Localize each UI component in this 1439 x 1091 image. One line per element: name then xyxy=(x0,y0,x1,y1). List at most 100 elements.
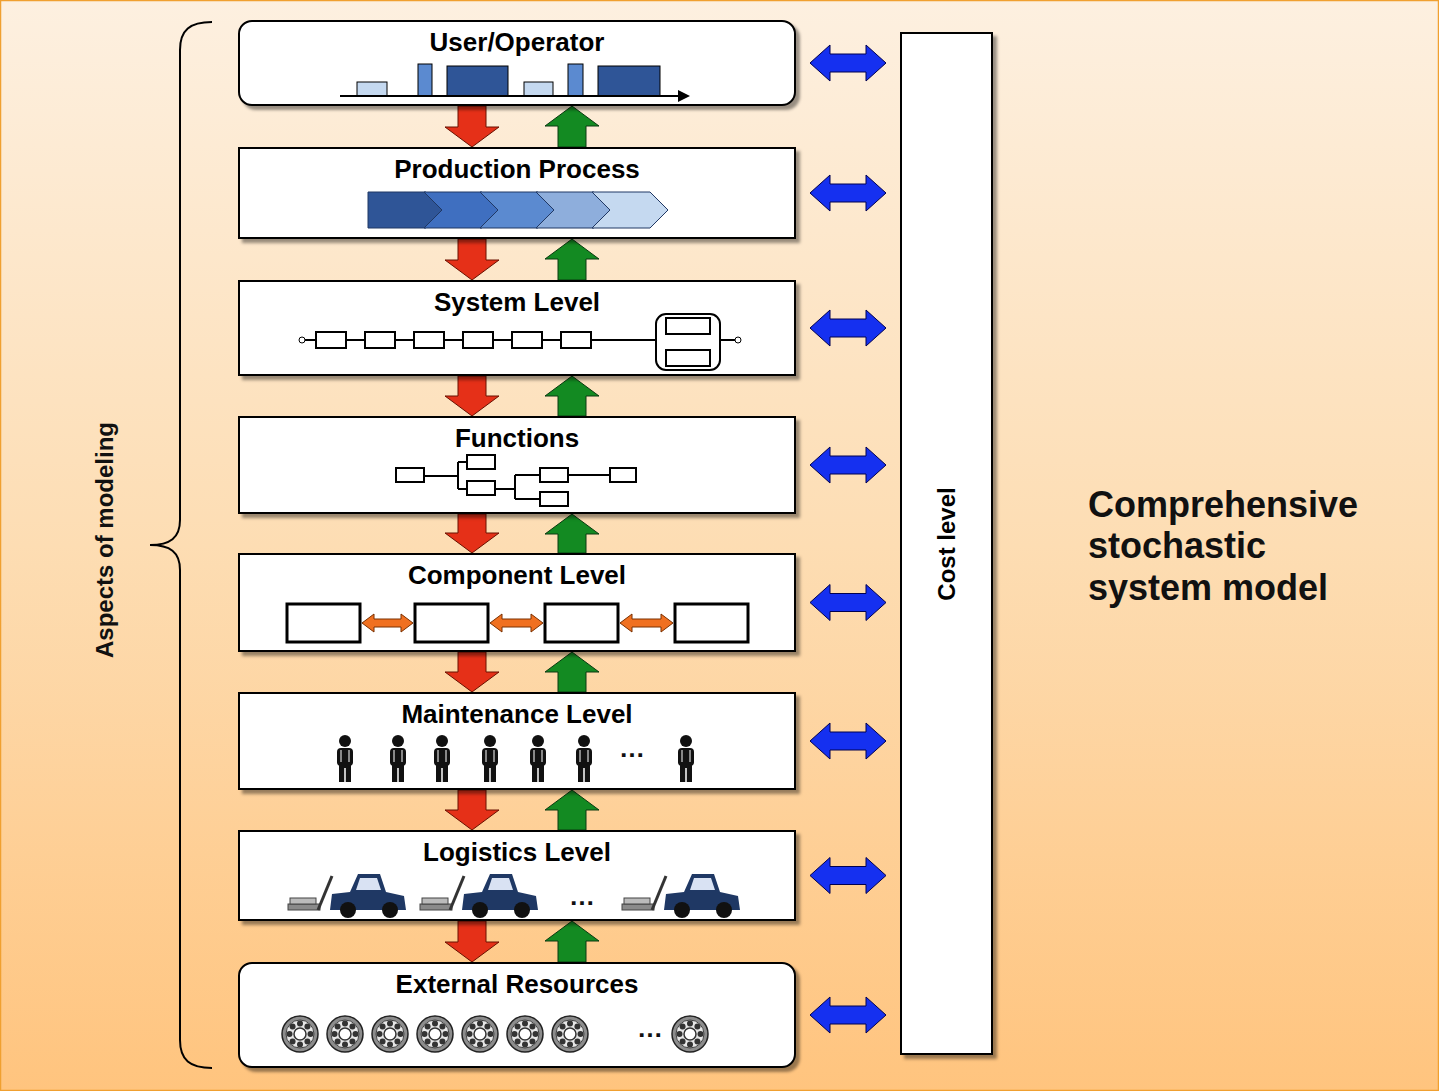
illustration-group xyxy=(299,314,741,370)
function-link xyxy=(458,461,467,463)
terminal-dot xyxy=(299,337,305,343)
cost-link-arrow xyxy=(810,447,886,483)
system-level-box: System Level xyxy=(238,280,796,376)
interaction-arrow xyxy=(362,614,413,632)
bearing-icon xyxy=(552,1016,588,1052)
person-icon xyxy=(530,735,546,782)
bearing-icon xyxy=(672,1016,708,1052)
level-title: Functions xyxy=(240,418,794,453)
bar-label: Cost level xyxy=(933,487,959,600)
illustration-group xyxy=(288,874,740,918)
downward-arrow xyxy=(445,652,499,692)
bearing-icon xyxy=(372,1016,408,1052)
series-line xyxy=(720,339,735,341)
downward-arrow xyxy=(445,921,499,962)
production-process-box: Production Process xyxy=(238,147,796,239)
user-operator-box: User/Operator xyxy=(238,20,796,106)
upward-arrow xyxy=(545,921,599,962)
illustration-group xyxy=(337,735,694,782)
series-block xyxy=(512,332,542,348)
function-link xyxy=(515,498,540,500)
series-block xyxy=(316,332,346,348)
person-icon xyxy=(390,735,406,782)
axis-arrowhead xyxy=(678,90,690,102)
timeline-bar xyxy=(447,66,508,96)
function-block xyxy=(610,468,636,482)
timeline-bar xyxy=(568,64,583,96)
upward-arrow xyxy=(545,652,599,692)
series-block xyxy=(365,332,395,348)
component-block xyxy=(545,604,618,642)
level-title: Component Level xyxy=(240,555,794,590)
external-resources-box: External Resources xyxy=(238,962,796,1068)
function-block xyxy=(467,481,495,495)
interaction-arrow xyxy=(490,614,543,632)
upward-arrow xyxy=(545,790,599,830)
forklift-icon xyxy=(622,874,740,918)
cost-link-arrow xyxy=(810,585,886,621)
upward-arrow xyxy=(545,514,599,553)
series-block xyxy=(463,332,493,348)
function-block xyxy=(396,468,424,482)
illustration-group xyxy=(282,1016,708,1052)
function-block xyxy=(467,455,495,469)
cost-link-arrow xyxy=(810,175,886,211)
function-block xyxy=(540,492,568,506)
person-icon xyxy=(482,735,498,782)
upward-arrow xyxy=(545,106,599,147)
component-level-box: Component Level xyxy=(238,553,796,652)
maintenance-level-box: Maintenance Level xyxy=(238,692,796,790)
parallel-block xyxy=(666,350,710,366)
timeline-bar xyxy=(598,66,660,96)
model-caption: Comprehensive stochastic system model xyxy=(1088,484,1388,608)
upward-arrow xyxy=(545,376,599,416)
person-icon xyxy=(434,735,450,782)
ellipsis: … xyxy=(637,1015,663,1041)
bearing-icon xyxy=(282,1016,318,1052)
upward-arrow xyxy=(545,239,599,280)
illustration-group xyxy=(340,64,690,102)
cost-link-arrow xyxy=(810,997,886,1033)
component-block xyxy=(415,604,488,642)
component-block xyxy=(675,604,748,642)
function-link xyxy=(515,474,540,476)
ellipsis: … xyxy=(569,883,595,909)
person-icon xyxy=(576,735,592,782)
illustration-group xyxy=(287,604,748,642)
timeline-bar xyxy=(357,82,387,96)
level-title: Production Process xyxy=(240,149,794,184)
function-link xyxy=(514,475,516,499)
timeline-bar xyxy=(418,64,432,96)
forklift-icon xyxy=(420,874,538,918)
bearing-icon xyxy=(327,1016,363,1052)
side-label: Aspects of modeling xyxy=(91,422,119,658)
forklift-icon xyxy=(288,874,406,918)
curly-brace xyxy=(150,22,212,1068)
downward-arrow xyxy=(445,376,499,416)
cost-link-arrow xyxy=(810,723,886,759)
ellipsis: … xyxy=(619,735,645,761)
downward-arrow xyxy=(445,790,499,830)
cost-link-arrow xyxy=(810,45,886,81)
downward-arrow xyxy=(445,514,499,553)
logistics-level-box: Logistics Level xyxy=(238,830,796,921)
process-chevron xyxy=(592,192,668,228)
time-axis xyxy=(340,95,680,97)
function-link xyxy=(568,474,610,476)
interaction-arrow xyxy=(620,614,673,632)
function-link xyxy=(458,488,467,490)
function-link xyxy=(424,475,458,477)
downward-arrow xyxy=(445,239,499,280)
parallel-bracket xyxy=(656,314,720,370)
cost-level-bar: Cost level xyxy=(900,32,993,1055)
level-title: External Resources xyxy=(240,964,794,999)
cost-link-arrow xyxy=(810,310,886,346)
bearing-icon xyxy=(462,1016,498,1052)
timeline-bar xyxy=(524,82,553,96)
bearing-icon xyxy=(417,1016,453,1052)
cost-link-arrow xyxy=(810,858,886,894)
level-title: User/Operator xyxy=(240,22,794,57)
person-icon xyxy=(678,735,694,782)
level-title: System Level xyxy=(240,282,794,317)
series-block xyxy=(561,332,591,348)
